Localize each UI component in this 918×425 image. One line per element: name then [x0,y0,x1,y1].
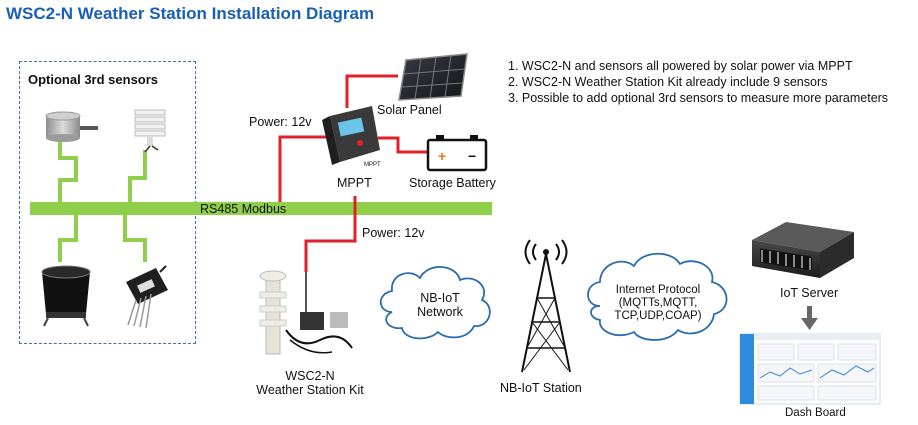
internet-protocol-cloud [587,252,728,341]
weather-station-kit-label: WSC2-N Weather Station Kit [240,369,380,397]
dash-board-label: Dash Board [785,407,846,419]
server-icon [752,222,854,278]
notes-list: 1. WSC2-N and sensors all powered by sol… [508,58,888,106]
radiation-shield-icon [134,109,166,153]
internet-line2: (MQTTs,MQTT, [618,297,698,309]
nbiot-network-line1: NB-IoT [420,291,460,305]
page-title: WSC2-N Weather Station Installation Diag… [6,4,375,23]
solar-panel-icon [398,53,468,101]
note-item: 1. WSC2-N and sensors all powered by sol… [508,59,853,73]
soil-sensor-icon [45,111,98,142]
power-lines [278,74,428,272]
weather-station-kit-icon [259,270,353,355]
rain-gauge-icon [41,265,91,327]
battery-icon: + − [426,135,488,172]
nbiot-network-cloud [379,266,491,340]
internet-line3: TCP,UDP,COAP) [614,310,702,322]
nbiot-network-line2: Network [417,305,463,319]
mppt-controller-icon: MPPT [322,106,381,168]
internet-line1: Internet Protocol [615,284,701,296]
power-label-top: Power: 12v [249,115,312,129]
solar-panel-label: Solar Panel [377,103,442,117]
mppt-label: MPPT [337,176,372,190]
cell-tower-icon [521,239,571,373]
power-label-mid: Power: 12v [362,226,425,240]
kit-label-line2: Weather Station Kit [256,383,364,397]
nbiot-network-label: NB-IoT Network [400,291,480,319]
storage-battery-label: Storage Battery [409,176,496,190]
rs485-label: RS485 Modbus [200,202,287,216]
note-item: 2. WSC2-N Weather Station Kit already in… [508,75,828,89]
internet-protocol-label: Internet Protocol (MQTTs,MQTT, TCP,UDP,C… [606,284,710,323]
down-arrow-icon [801,306,818,330]
note-item: 3. Possible to add optional 3rd sensors … [508,91,889,105]
probe-sensor-icon [126,265,168,329]
kit-label-line1: WSC2-N [285,369,335,383]
mppt-device-text: MPPT [364,162,381,168]
optional-sensors-title: Optional 3rd sensors [28,72,159,87]
svg-text:+: + [438,148,446,164]
server-front-slots [761,250,811,270]
rs485-bus [30,138,492,262]
dashboard-thumbnail [739,333,881,405]
iot-server-label: IoT Server [780,286,839,300]
nbiot-station-label: NB-IoT Station [500,381,582,395]
svg-text:−: − [468,148,476,164]
